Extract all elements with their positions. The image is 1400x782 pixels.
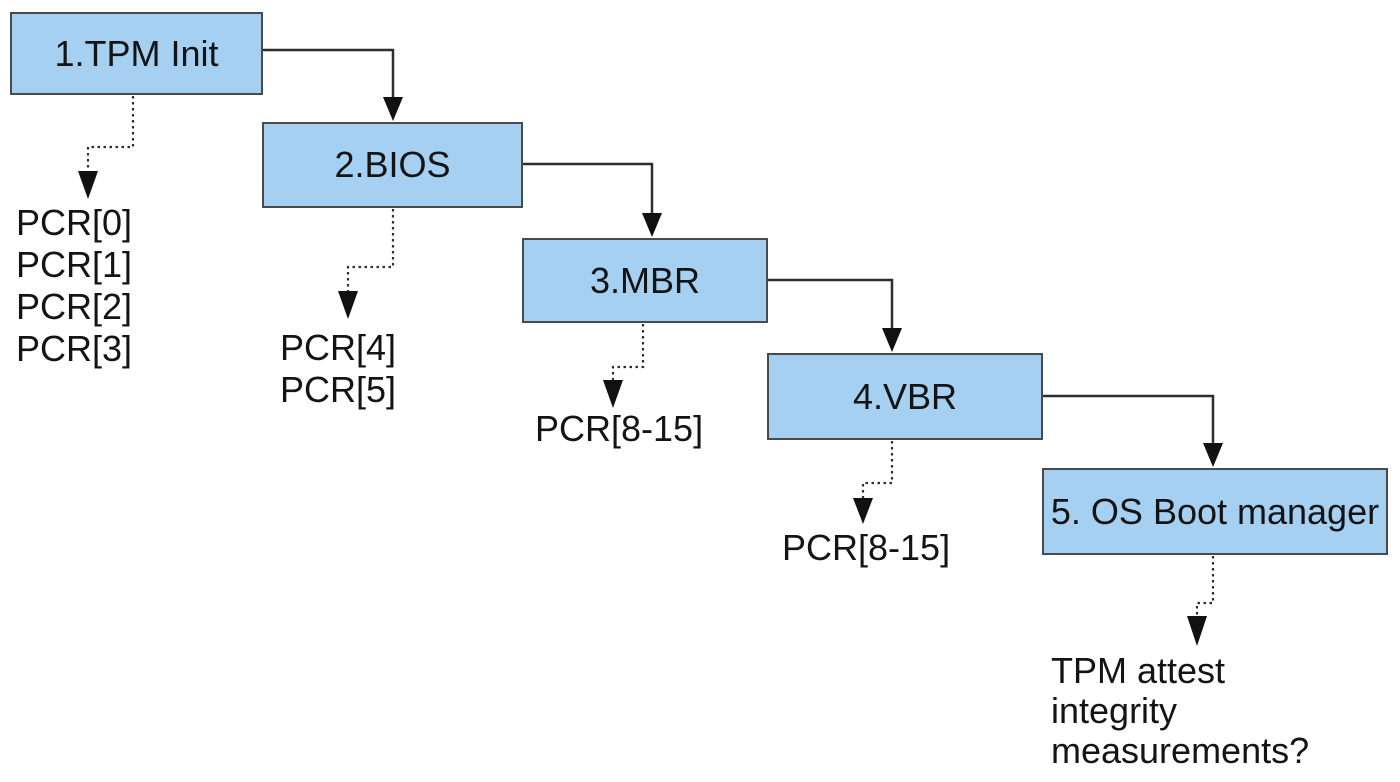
attest-line: measurements? xyxy=(1051,730,1310,771)
pcr-list-bios: PCR[4] PCR[5] xyxy=(280,327,396,411)
arrow-tpm-init-to-bios xyxy=(263,48,403,121)
box-tpm-init: 1.TPM Init xyxy=(10,12,263,95)
arrowhead-icon xyxy=(1187,616,1207,646)
arrowhead-icon xyxy=(882,328,902,352)
arrow-vbr-to-os-boot-manager xyxy=(1043,394,1223,467)
pcr-label: PCR[1] xyxy=(16,244,133,285)
dotted-arrow-os-boot-manager-to-attest xyxy=(1187,556,1215,646)
arrow-bios-to-mbr xyxy=(523,162,662,237)
dotted-arrow-bios-to-pcr xyxy=(338,209,395,319)
attest-line: TPM attest xyxy=(1051,650,1226,691)
dotted-arrow-vbr-to-pcr xyxy=(853,441,894,524)
attest-question-text: TPM attest integrity measurements? xyxy=(1051,651,1309,771)
pcr-list-vbr: PCR[8-15] xyxy=(782,527,950,569)
pcr-label: PCR[8-15] xyxy=(535,408,704,449)
pcr-label: PCR[0] xyxy=(16,202,133,243)
arrow-mbr-to-vbr xyxy=(768,278,902,352)
attest-line: integrity xyxy=(1051,690,1178,731)
pcr-list-mbr: PCR[8-15] xyxy=(535,408,703,450)
arrowhead-icon xyxy=(383,97,403,121)
box-label: 2.BIOS xyxy=(334,144,451,185)
arrowhead-icon xyxy=(1203,443,1223,467)
box-label: 1.TPM Init xyxy=(54,32,219,74)
box-label: 3.MBR xyxy=(589,259,701,301)
pcr-label: PCR[3] xyxy=(16,328,133,369)
box-label: 5. OS Boot manager xyxy=(1050,490,1380,532)
arrowhead-icon xyxy=(642,213,662,237)
arrowhead-icon xyxy=(603,380,623,408)
pcr-label: PCR[2] xyxy=(16,286,133,327)
dotted-arrow-tpm-init-to-pcr xyxy=(78,96,135,199)
pcr-label: PCR[5] xyxy=(280,369,397,410)
box-label: 4.VBR xyxy=(852,375,958,417)
box-mbr: 3.MBR xyxy=(522,238,768,323)
box-vbr: 4.VBR xyxy=(767,353,1043,440)
arrowhead-icon xyxy=(78,171,98,199)
dotted-arrow-mbr-to-pcr xyxy=(603,324,645,408)
arrowhead-icon xyxy=(853,498,873,524)
pcr-label: PCR[4] xyxy=(280,327,397,368)
box-os-boot-manager: 5. OS Boot manager xyxy=(1042,468,1388,555)
arrowhead-icon xyxy=(338,291,358,319)
box-bios: 2.BIOS xyxy=(262,122,523,208)
pcr-label: PCR[8-15] xyxy=(782,527,951,568)
pcr-list-tpm-init: PCR[0] PCR[1] PCR[2] PCR[3] xyxy=(16,202,132,370)
